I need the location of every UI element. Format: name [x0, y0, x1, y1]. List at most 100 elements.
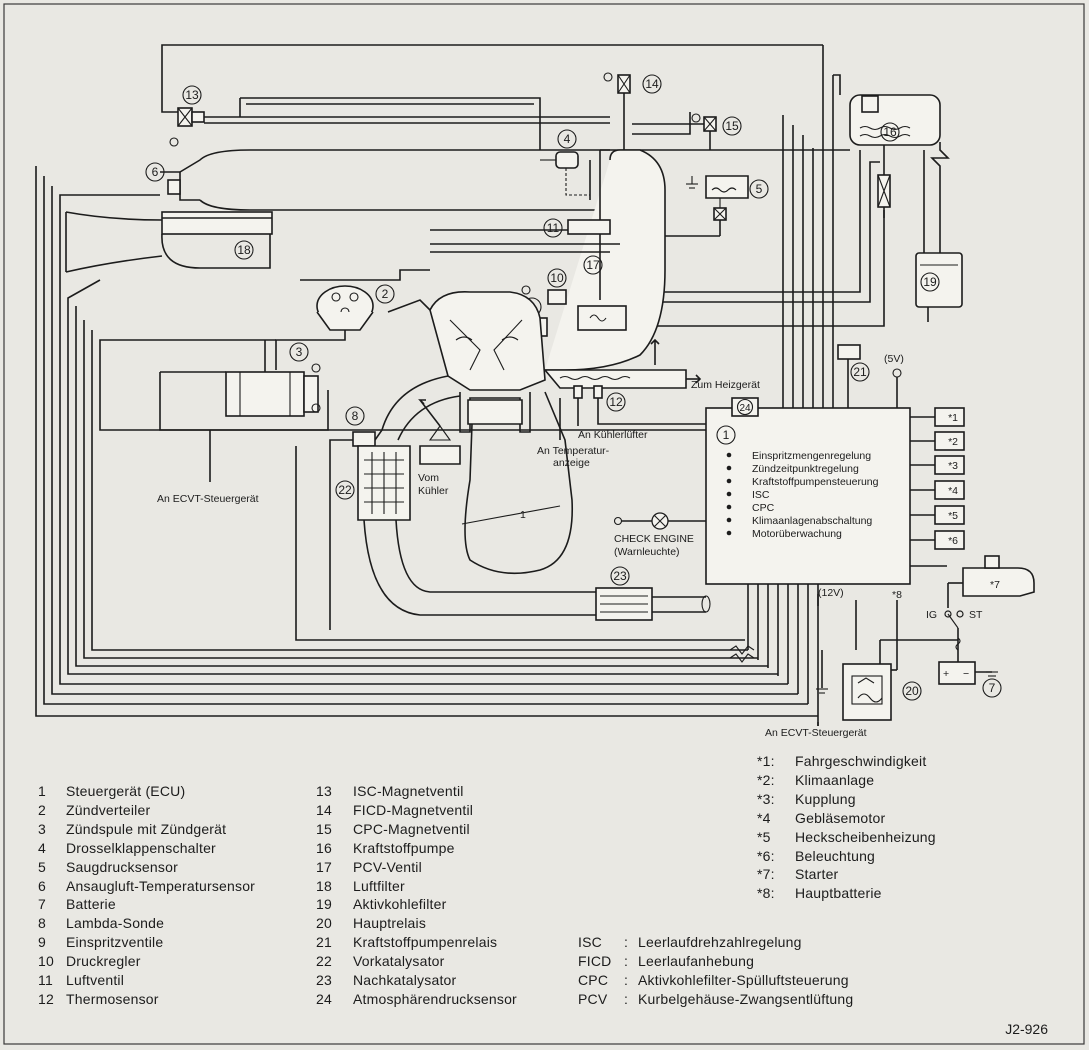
legend-num: *2:: [757, 771, 775, 788]
air-filter: 18: [65, 211, 273, 273]
legend-num: 18: [316, 877, 332, 894]
legend-num: 9: [38, 934, 46, 951]
ecu-box: [705, 407, 911, 585]
intake-temp-sensor: 6: [145, 162, 181, 195]
legend-item: PCV:Kurbelgehäuse-Zwangsentlüftung: [578, 990, 853, 1009]
legend-item: 15 CPC-Magnetventil: [316, 820, 517, 839]
legend-text: Fahrgeschwindigkeit: [795, 753, 927, 769]
legend-num: *3:: [757, 790, 775, 807]
callout-10-number: 10: [550, 271, 564, 285]
fuel-tank: 16: [600, 94, 950, 255]
legend-num: *4: [757, 809, 771, 826]
legend-num: 15: [316, 820, 332, 837]
pressure-regulator: 10: [547, 268, 627, 331]
distributor: 2: [275, 284, 431, 370]
map-sensor: 5: [665, 175, 769, 237]
figure-id: J2-926: [1005, 1021, 1048, 1037]
thermo-sensor: 12 An Kühlerlüfter An Temperatur- anzeig…: [537, 385, 706, 469]
legend-sep: :: [624, 952, 629, 969]
legend-num: 2: [38, 801, 46, 818]
scale-mark: 1: [520, 509, 526, 521]
legend-text: Zündspule mit Zündgerät: [66, 820, 227, 837]
legend-item: 16 Kraftstoffpumpe: [316, 839, 517, 858]
callout-15-number: 15: [725, 119, 739, 133]
exhaust-system: 8 22 23: [295, 375, 745, 641]
ecu-function: Kraftstoffpumpensteuerung: [752, 476, 879, 488]
legend-num: 14: [316, 801, 332, 818]
to-temp-gauge-label: An Temperatur-: [537, 445, 610, 457]
legend-item: *6:Beleuchtung: [757, 847, 936, 866]
legend-item: FICD:Leerlaufanhebung: [578, 952, 853, 971]
ecu-function-list: Einspritzmengenregelung Zündzeitpunktreg…: [726, 450, 879, 540]
callout-17: [583, 255, 603, 275]
page-frame: [3, 3, 1085, 1045]
ecu-input-boxes: *1 *2 *3 *4 *5 *6: [910, 407, 965, 550]
legend-abbr: CPC: [578, 971, 609, 988]
legend-num: 4: [38, 839, 46, 856]
callout-3-number: 3: [296, 345, 303, 359]
legend-num: 20: [316, 915, 332, 932]
legend-text: Kraftstoffpumpe: [353, 839, 455, 856]
legend-num: 8: [38, 915, 46, 932]
starter-tag: *7: [990, 579, 1000, 591]
input-tag: *5: [948, 510, 958, 522]
legend-text: Hauptrelais: [353, 915, 427, 932]
legend-item: *3:Kupplung: [757, 790, 936, 809]
legend-text: CPC-Magnetventil: [353, 820, 470, 837]
battery-tag: *8: [892, 589, 902, 601]
input-tag: *6: [948, 535, 958, 547]
wire-ecu-left: [99, 339, 706, 431]
input-tag: *4: [948, 485, 958, 497]
legend-text: Batterie: [66, 896, 116, 913]
legend-num: 10: [38, 953, 54, 970]
legend-text: Aktivkohlefilter: [353, 896, 447, 913]
warning-lamp-label: (Warnleuchte): [614, 546, 680, 558]
legend-num: 7: [38, 896, 46, 913]
legend-text: Kurbelgehäuse-Zwangsentlüftung: [638, 990, 854, 1007]
legend-num: 13: [316, 783, 332, 799]
legend-num: *7:: [757, 866, 775, 883]
legend-num: 3: [38, 820, 46, 837]
legend-item: 7 Batterie: [38, 895, 255, 914]
radiator-inlet: Vom Kühler: [418, 399, 461, 497]
wire-harness: [35, 166, 818, 717]
legend-inputs: *1: Fahrgeschwindigkeit *2: Klimaanlage *3…: [757, 752, 936, 903]
coolant-manifold: Zum Heizgerät: [543, 338, 760, 391]
callout-19-number: 19: [923, 275, 937, 289]
voltage-5v-label: (5V): [884, 353, 904, 365]
legend-item: *8:Hauptbatterie: [757, 884, 936, 903]
callout-16-number: 16: [883, 125, 897, 139]
legend-item: ISC:Leerlaufdrehzahlregelung: [578, 933, 853, 952]
legend-num: *1:: [757, 753, 775, 769]
legend-num: 17: [316, 858, 332, 875]
main-relay: 20: [816, 639, 958, 721]
legend-text: Saugdrucksensor: [66, 858, 178, 875]
ignition-coil: 3: [159, 340, 329, 482]
ecu-function: Einspritzmengenregelung: [752, 450, 871, 462]
input-tag: *1: [948, 412, 958, 424]
legend-text: Leerlaufdrehzahlregelung: [638, 934, 802, 950]
legend-abbreviations: ISC:Leerlaufdrehzahlregelung FICD:Leerla…: [578, 933, 853, 1009]
legend-num: *6:: [757, 847, 775, 864]
battery: + − 7: [938, 660, 1002, 698]
callout-22-number: 22: [338, 483, 352, 497]
legend-sep: :: [624, 990, 629, 1007]
legend-num: 23: [316, 972, 332, 989]
callout-4-number: 4: [564, 132, 571, 146]
legend-num: 16: [316, 839, 332, 856]
legend-text: Klimaanlage: [795, 771, 875, 788]
callout-5-number: 5: [756, 182, 763, 196]
